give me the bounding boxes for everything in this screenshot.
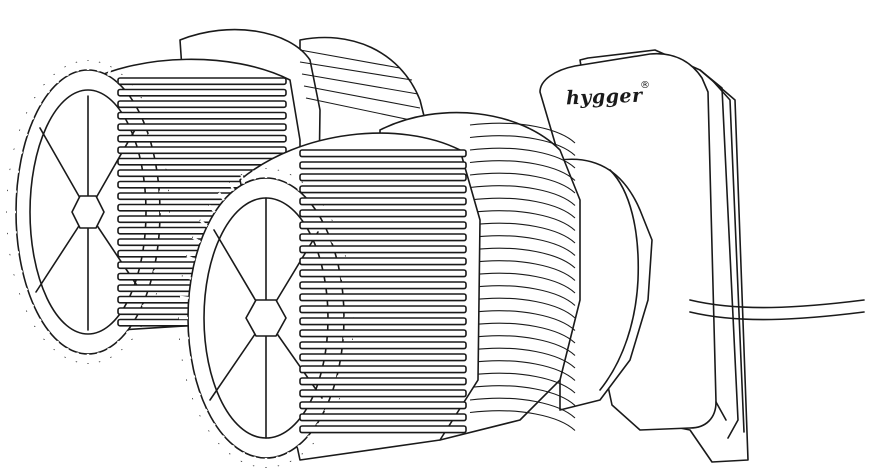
brand-logo: hygger (565, 84, 643, 110)
power-cable (689, 299, 865, 321)
registered-mark: ® (640, 80, 650, 91)
front-pump (178, 111, 653, 468)
